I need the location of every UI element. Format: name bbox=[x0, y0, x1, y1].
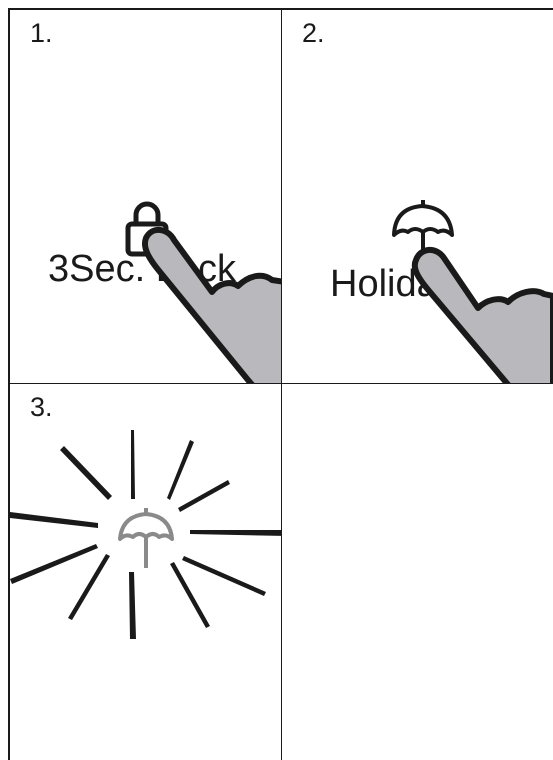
panel-empty bbox=[282, 384, 553, 760]
step-2-illustration: Holiday bbox=[282, 10, 553, 385]
panel-step-1: 1. 3Sec. Lock bbox=[8, 8, 283, 385]
umbrella-icon bbox=[394, 200, 452, 256]
step-3-illustration bbox=[10, 384, 283, 760]
panel-step-2: 2. Holiday bbox=[282, 8, 553, 385]
panel-step-3: 3. bbox=[8, 384, 283, 760]
pointing-hand-icon bbox=[415, 250, 553, 385]
umbrella-icon bbox=[120, 508, 172, 568]
step-1-illustration: 3Sec. Lock bbox=[10, 10, 283, 385]
